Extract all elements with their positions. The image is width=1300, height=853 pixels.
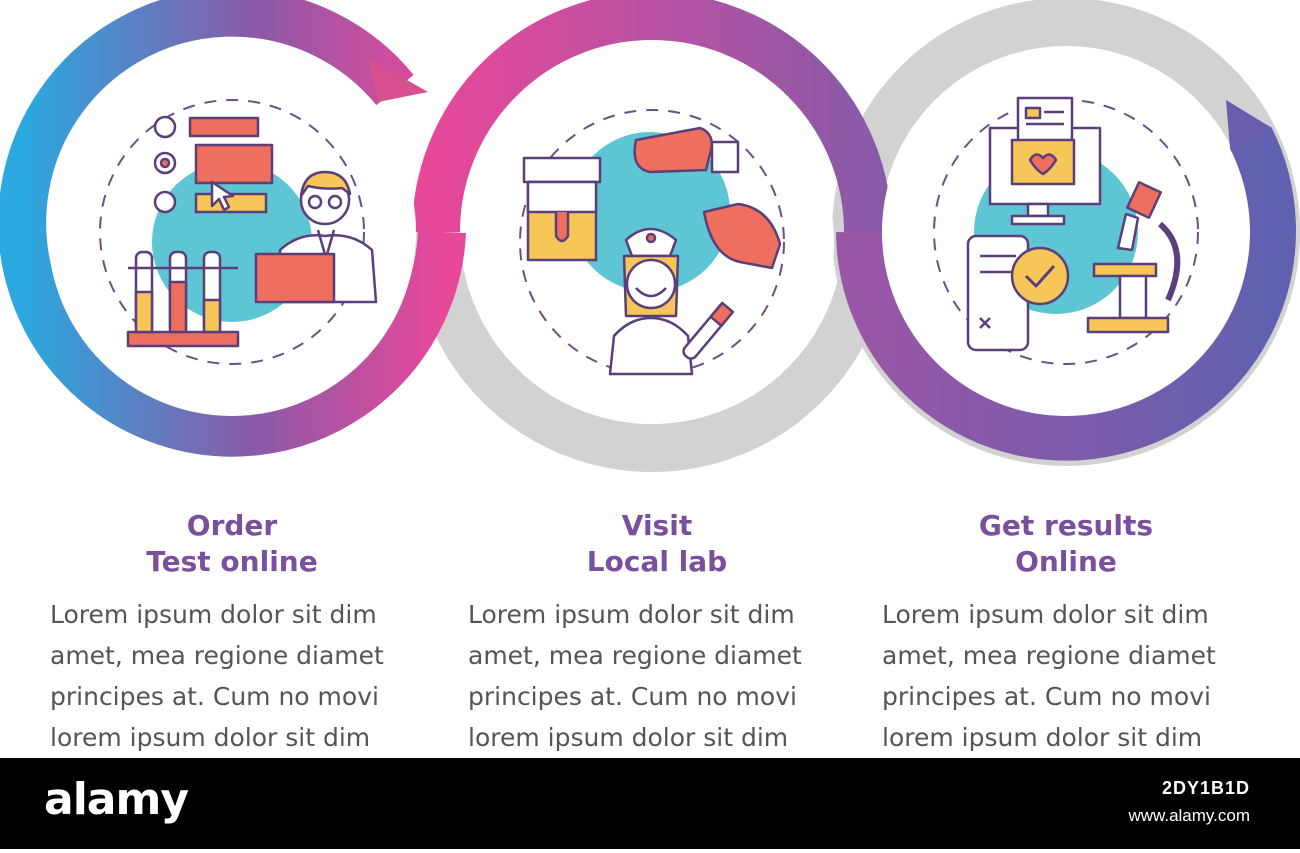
step-1-description: Lorem ipsum dolor sit dim amet, mea regi… (50, 594, 430, 758)
step-3-description-line: lorem ipsum dolor sit dim (882, 717, 1262, 758)
alamy-logo: alamy (44, 774, 188, 825)
step-2-description-line: amet, mea regione diamet (468, 635, 848, 676)
step-2-description-line: lorem ipsum dolor sit dim (468, 717, 848, 758)
step-2-description-line: principes at. Cum no movi (468, 676, 848, 717)
step-1-title-line1: Order (82, 508, 382, 544)
step-2-description-line: Lorem ipsum dolor sit dim (468, 594, 848, 635)
step-1-description-line: Lorem ipsum dolor sit dim (50, 594, 430, 635)
step-3-description-line: principes at. Cum no movi (882, 676, 1262, 717)
step-3-description-line: Lorem ipsum dolor sit dim (882, 594, 1262, 635)
step-2-description: Lorem ipsum dolor sit dim amet, mea regi… (468, 594, 848, 758)
footer-url: www.alamy.com (1128, 806, 1250, 826)
step-3-description-line: amet, mea regione diamet (882, 635, 1262, 676)
step-1-description-line: amet, mea regione diamet (50, 635, 430, 676)
step-1-title: Order Test online (82, 508, 382, 580)
step-1-description-line: principes at. Cum no movi (50, 676, 430, 717)
step-3-title: Get results Online (916, 508, 1216, 580)
stock-footer-bar: alamy 2DY1B1D www.alamy.com (0, 758, 1300, 849)
image-code: 2DY1B1D (1162, 778, 1250, 799)
step-2-title-line1: Visit (507, 508, 807, 544)
step-1-disc (48, 48, 416, 416)
step-2-title: Visit Local lab (507, 508, 807, 580)
step-1-title-line2: Test online (82, 544, 382, 580)
step-3-title-line2: Online (916, 544, 1216, 580)
step-3-description: Lorem ipsum dolor sit dim amet, mea regi… (882, 594, 1262, 758)
step-1-description-line: lorem ipsum dolor sit dim (50, 717, 430, 758)
step-3-title-line1: Get results (916, 508, 1216, 544)
step-2-title-line2: Local lab (507, 544, 807, 580)
